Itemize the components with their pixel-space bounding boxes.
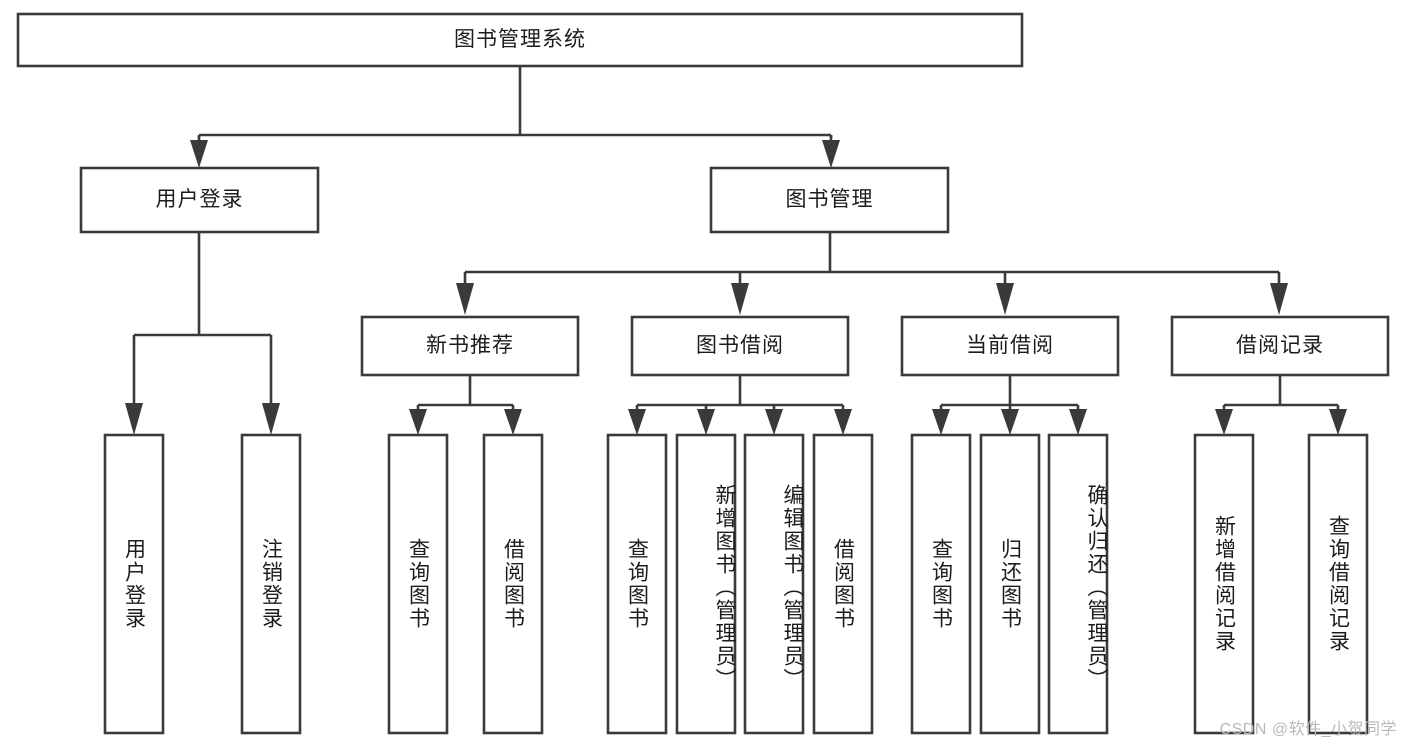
node-leaf-query-book-3-box[interactable] (910, 433, 972, 735)
arrow-head-new-book-recommend (456, 283, 474, 315)
node-leaf-query-book-1-box[interactable] (387, 433, 449, 735)
watermark-text: CSDN @软件_小贺同学 (1219, 721, 1397, 738)
node-leaf-query-book-2-box[interactable] (606, 433, 668, 735)
arrow-head-to-user-login (190, 140, 208, 168)
node-leaf-confirm-return-admin-box[interactable] (1047, 433, 1109, 735)
arrow-head-leaf-query-borrow-record (1329, 409, 1347, 435)
arrow-head-leaf-return-book (1001, 409, 1019, 435)
arrow-head-borrow-record (1270, 283, 1288, 315)
node-leaf-add-borrow-record-box[interactable] (1193, 433, 1255, 735)
node-leaf-query-borrow-record-box[interactable] (1307, 433, 1369, 735)
node-leaf-user-login-box[interactable] (103, 433, 165, 735)
node-book-borrow-box[interactable] (630, 315, 850, 377)
node-borrow-record-box[interactable] (1170, 315, 1390, 377)
arrow-head-leaf-borrow-book-2 (834, 409, 852, 435)
arrow-head-leaf-confirm-return-admin (1069, 409, 1087, 435)
arrow-head-leaf-add-book-admin (697, 409, 715, 435)
arrow-head-book-borrow (731, 283, 749, 315)
arrow-head-leaf-add-borrow-record (1215, 409, 1233, 435)
arrow-head-leaf-borrow-book-1 (504, 409, 522, 435)
arrow-head-leaf-user-login (125, 403, 143, 435)
arrow-head-current-borrow (996, 283, 1014, 315)
node-leaf-borrow-book-2-box[interactable] (812, 433, 874, 735)
node-leaf-return-book-box[interactable] (979, 433, 1041, 735)
arrow-head-leaf-logout-login (262, 403, 280, 435)
node-new-book-recommend-box[interactable] (360, 315, 580, 377)
node-book-management-box[interactable] (709, 166, 950, 234)
node-root-box[interactable] (16, 12, 1024, 68)
node-user-login-box[interactable] (79, 166, 320, 234)
node-leaf-add-book-admin-box[interactable] (675, 433, 737, 735)
arrow-head-leaf-query-book-3 (932, 409, 950, 435)
node-leaf-logout-login-box[interactable] (240, 433, 302, 735)
arrow-head-leaf-edit-book-admin (765, 409, 783, 435)
arrow-head-leaf-query-book-1 (409, 409, 427, 435)
node-current-borrow-box[interactable] (900, 315, 1120, 377)
arrow-head-leaf-query-book-2 (628, 409, 646, 435)
node-leaf-edit-book-admin-box[interactable] (743, 433, 805, 735)
node-leaf-borrow-book-1-box[interactable] (482, 433, 544, 735)
arrow-head-to-book-management (822, 140, 840, 168)
